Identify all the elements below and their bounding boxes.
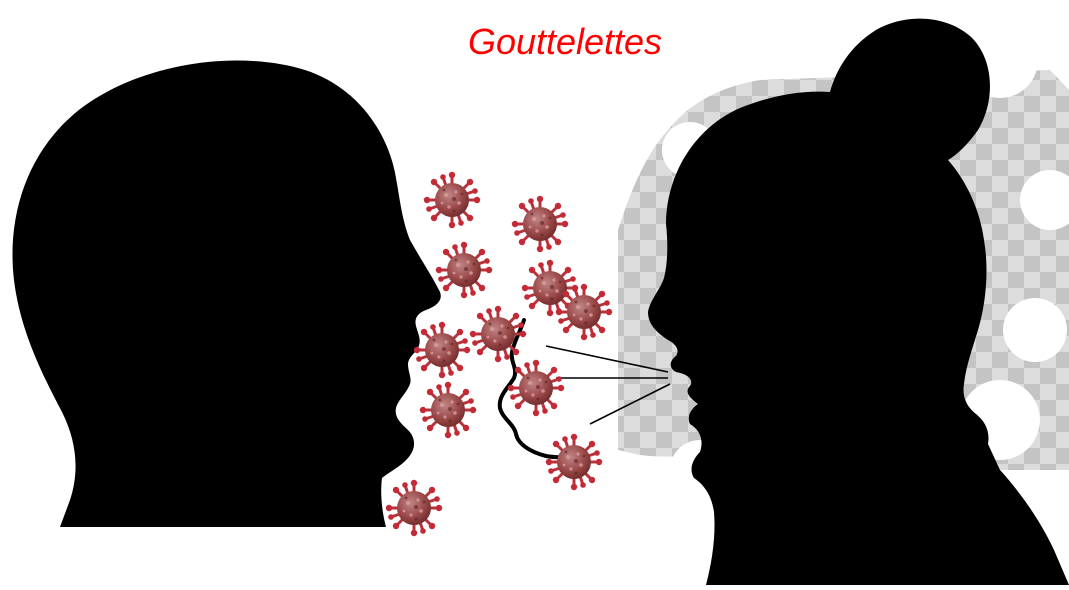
- virus-particle-icon: [420, 382, 476, 438]
- virus-particle-icon: [508, 360, 564, 416]
- virus-particle-icon: [414, 322, 470, 378]
- virus-particle-icon: [386, 480, 442, 536]
- virus-droplets-group: [386, 172, 612, 536]
- virus-particle-icon: [470, 306, 526, 362]
- virus-particle-icon: [546, 434, 602, 490]
- virus-particle-icon: [424, 172, 480, 228]
- virus-particle-icon: [512, 196, 568, 252]
- virus-particle-icon: [436, 242, 492, 298]
- title: Gouttelettes: [0, 24, 1069, 60]
- virus-particle-icon: [556, 284, 612, 340]
- man-silhouette: [13, 60, 441, 527]
